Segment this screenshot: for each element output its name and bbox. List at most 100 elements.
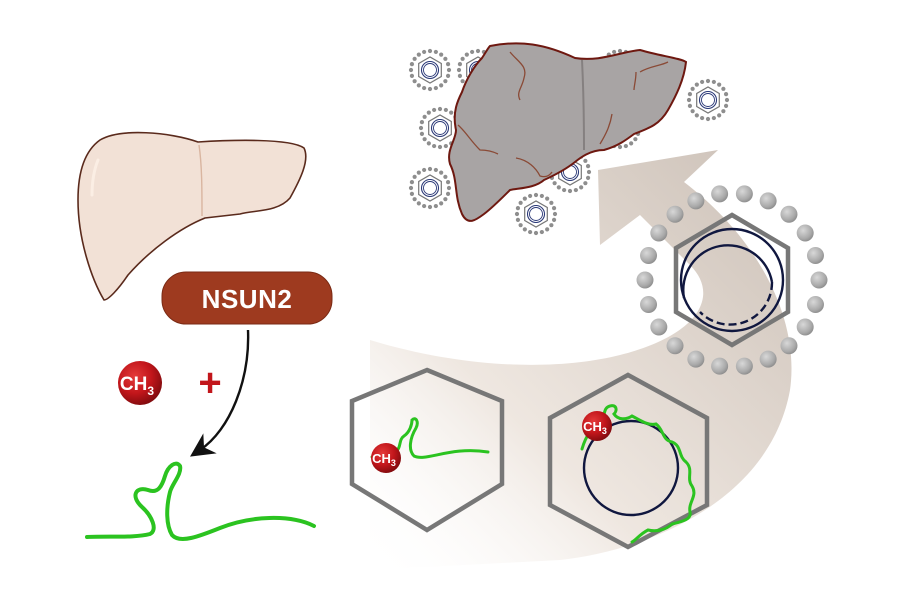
capsid-bead bbox=[810, 271, 828, 289]
capsid-bead bbox=[705, 116, 711, 122]
viral-genome-icon bbox=[420, 60, 440, 80]
capsid-bead bbox=[412, 197, 417, 202]
capsid-bead bbox=[518, 223, 523, 228]
capsid-bead bbox=[585, 175, 591, 180]
capsid-hexagon bbox=[673, 212, 791, 348]
viral-genome-icon bbox=[526, 204, 546, 224]
reaction-arrow-icon bbox=[190, 329, 250, 457]
cirrhotic-liver-icon bbox=[448, 42, 688, 222]
capsid-bead bbox=[457, 62, 463, 67]
capsid-bead bbox=[617, 144, 623, 150]
capsid-bead bbox=[552, 211, 558, 217]
capsid-bead bbox=[583, 158, 588, 163]
liver-lobe-divider bbox=[581, 59, 585, 151]
capsid-bead bbox=[427, 48, 433, 54]
capsid-bead bbox=[690, 109, 695, 114]
capsid-bead bbox=[412, 56, 417, 61]
capsid-bead bbox=[711, 79, 716, 85]
capsid-bead bbox=[443, 197, 448, 202]
capsid-bead bbox=[412, 79, 417, 84]
methyl-label: CH bbox=[583, 419, 602, 434]
capsid-bead bbox=[687, 192, 705, 210]
capsid-bead bbox=[443, 79, 448, 84]
capsid-bead bbox=[416, 83, 421, 88]
capsid-bead bbox=[640, 246, 658, 264]
capsid-bead bbox=[460, 79, 465, 84]
enzyme-pill bbox=[161, 271, 333, 325]
capsid-bead bbox=[629, 141, 634, 146]
virus-particle-icon bbox=[408, 48, 452, 92]
capsid-bead bbox=[539, 229, 544, 235]
liver-lobe-divider bbox=[198, 144, 203, 217]
capsid-bead bbox=[432, 107, 437, 113]
capsid-bead bbox=[443, 56, 448, 61]
capsid-bead bbox=[432, 143, 437, 149]
cell-hexagon-1: CH3 bbox=[349, 367, 505, 533]
capsid-bead bbox=[579, 185, 584, 190]
capsid-bead bbox=[780, 337, 798, 355]
capsid-bead bbox=[583, 181, 588, 186]
capsid-bead bbox=[650, 224, 668, 242]
capsid-bead bbox=[556, 185, 561, 190]
capsid-bead bbox=[687, 103, 693, 108]
methyl-subscript: 3 bbox=[147, 384, 154, 398]
capsid-bead bbox=[422, 203, 427, 209]
viral-genome-inner-icon bbox=[529, 207, 543, 221]
capsid-bead bbox=[426, 110, 431, 115]
capsid-bead bbox=[694, 113, 699, 118]
viral-genome-inner-icon bbox=[423, 181, 437, 195]
capsid-bead bbox=[457, 73, 463, 78]
capsid-bead bbox=[418, 125, 424, 131]
capsid-bead bbox=[633, 137, 638, 142]
enzyme-label: NSUN2 bbox=[202, 284, 293, 314]
capsid-bead bbox=[475, 48, 481, 54]
viral-genome-icon bbox=[420, 178, 440, 198]
capsid-bead bbox=[585, 164, 591, 169]
viral-genome-dashed-icon bbox=[699, 281, 774, 326]
capsid-bead bbox=[711, 357, 729, 375]
capsid-bead bbox=[445, 62, 451, 67]
svg-text:CH3: CH3 bbox=[120, 374, 154, 398]
liver-scar bbox=[599, 113, 613, 145]
capsid-bead bbox=[573, 187, 578, 193]
capsid-bead bbox=[636, 271, 654, 289]
capsid-bead bbox=[796, 224, 814, 242]
capsid-bead bbox=[545, 227, 550, 232]
capsid-bead bbox=[723, 92, 729, 97]
capsid-bead bbox=[759, 350, 777, 368]
viral-genome-icon bbox=[582, 419, 680, 517]
capsid-bead bbox=[522, 227, 527, 232]
capsid-bead bbox=[422, 137, 427, 142]
capsid-bead bbox=[416, 52, 421, 57]
capsid-bead bbox=[422, 85, 427, 91]
rna-strand-icon bbox=[85, 461, 316, 541]
capsid-bead bbox=[409, 180, 415, 185]
capsid-bead bbox=[409, 62, 415, 67]
capsid-hexagon bbox=[428, 114, 452, 142]
methyl-label: CH bbox=[120, 374, 147, 395]
capsid-bead bbox=[515, 206, 521, 211]
capsid-bead bbox=[427, 166, 433, 172]
capsid-bead bbox=[735, 185, 753, 203]
capsid-bead bbox=[549, 223, 554, 228]
capsid-bead bbox=[422, 49, 427, 55]
capsid-bead bbox=[433, 49, 438, 55]
viral-genome-inner-icon bbox=[433, 121, 447, 135]
capsid-bead bbox=[690, 86, 695, 91]
capsid-bead bbox=[416, 201, 421, 206]
capsid-bead bbox=[562, 187, 567, 193]
viral-genome-icon bbox=[698, 90, 718, 110]
capsid-bead bbox=[422, 167, 427, 173]
capsid-bead bbox=[460, 56, 465, 61]
capsid-bead bbox=[528, 193, 533, 199]
capsid-bead bbox=[717, 82, 722, 87]
capsid-bead bbox=[409, 191, 415, 196]
capsid-bead bbox=[439, 83, 444, 88]
capsid-bead bbox=[666, 205, 684, 223]
capsid-bead bbox=[445, 73, 451, 78]
capsid-bead bbox=[439, 170, 444, 175]
capsid-bead bbox=[433, 167, 438, 173]
capsid-bead bbox=[539, 193, 544, 199]
capsid-bead bbox=[515, 217, 521, 222]
capsid-bead bbox=[416, 170, 421, 175]
